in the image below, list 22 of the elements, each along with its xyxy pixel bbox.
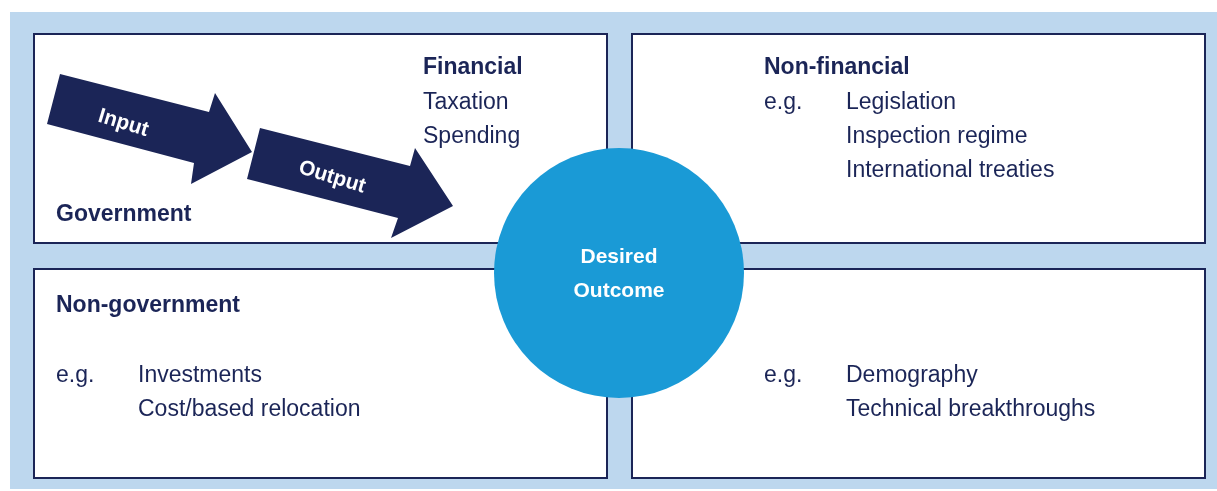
heading: Non-government <box>56 290 240 318</box>
heading: Non-financial <box>764 52 910 80</box>
list-item: Cost/based relocation <box>138 394 361 422</box>
list-item: Taxation <box>423 87 509 115</box>
list-item: Inspection regime <box>846 121 1028 149</box>
heading: Government <box>56 199 192 227</box>
circle-label: Desired Outcome <box>572 243 666 303</box>
step-banner <box>45 72 255 187</box>
list-label: e.g. <box>56 360 95 388</box>
quadrant-panel <box>33 33 608 244</box>
list-item: Technical breakthroughs <box>846 394 1096 422</box>
list-label: e.g. <box>764 87 803 115</box>
heading: Financial <box>423 52 523 80</box>
list-item: Demography <box>846 360 978 388</box>
list-item: International treaties <box>846 155 1055 183</box>
quadrant-panel <box>631 33 1206 244</box>
list-item: Investments <box>138 360 262 388</box>
list-item: Spending <box>423 121 521 149</box>
list-item: Legislation <box>846 87 956 115</box>
list-label: e.g. <box>764 360 803 388</box>
arrow-label: Input <box>95 102 153 142</box>
arrow-label: Output <box>295 153 370 199</box>
